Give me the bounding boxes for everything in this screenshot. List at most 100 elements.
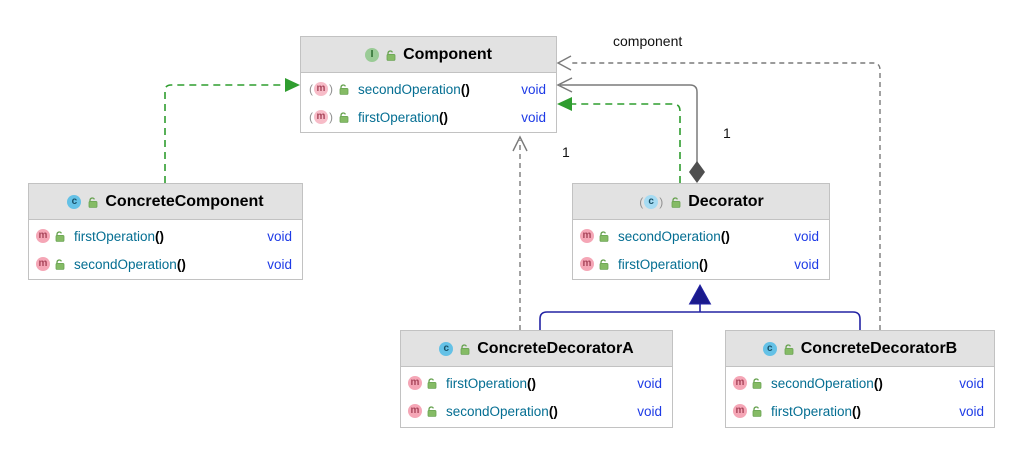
abstract-method-icon: ( m ) [309, 110, 333, 124]
inheritance-arrowhead-icon [688, 283, 712, 305]
method-return-type: void [959, 375, 984, 391]
method-row[interactable]: ( m ) firstOperation() void [301, 103, 556, 131]
class-icon: c [67, 194, 82, 209]
method-name: secondOperation [446, 403, 549, 419]
method-return-type: void [267, 228, 292, 244]
method-row[interactable]: m secondOperation() void [726, 369, 994, 397]
edge-realization-concretecomponent[interactable] [164, 78, 300, 183]
public-lock-icon [460, 343, 470, 355]
public-lock-icon [55, 231, 65, 242]
class-box-concretecomponent[interactable]: c ConcreteComponent m firstOperation() v… [28, 183, 303, 280]
edge-dependency-decoratorA-component[interactable]: 1 [512, 135, 570, 330]
method-name: firstOperation [74, 228, 156, 244]
class-box-decorator[interactable]: ( c ) Decorator m secondOperation() void [572, 183, 830, 280]
dependency-a-multiplicity-label: 1 [562, 144, 570, 160]
edge-aggregation-decorator-component[interactable]: 1 [556, 77, 731, 183]
public-lock-icon [339, 84, 349, 95]
class-header[interactable]: c ConcreteDecoratorA [401, 331, 672, 367]
method-name: secondOperation [771, 375, 874, 391]
open-arrowhead-icon [556, 55, 572, 71]
method-name: firstOperation [771, 403, 853, 419]
aggregation-field-name-label: component [613, 33, 682, 49]
method-return-type: void [637, 375, 662, 391]
open-arrowhead-icon [512, 135, 528, 152]
abstract-method-icon: ( m ) [309, 82, 333, 96]
method-parens: () [155, 228, 165, 244]
method-row[interactable]: m secondOperation() void [29, 250, 302, 278]
method-return-type: void [521, 109, 546, 125]
class-box-concretedecoratora[interactable]: c ConcreteDecoratorA m firstOperation() … [400, 330, 673, 428]
realization-arrowhead-icon [557, 97, 572, 111]
class-icon: c [762, 341, 777, 356]
interface-icon: I [365, 47, 380, 62]
class-box-component[interactable]: I Component ( m ) secondOperation() [300, 36, 557, 133]
method-name: firstOperation [358, 109, 440, 125]
class-header[interactable]: ( c ) Decorator [573, 184, 829, 220]
method-return-type: void [794, 228, 819, 244]
public-lock-icon [339, 112, 349, 123]
method-row[interactable]: m firstOperation() void [29, 222, 302, 250]
method-name: firstOperation [618, 256, 700, 272]
method-row[interactable]: m secondOperation() void [573, 222, 829, 250]
public-lock-icon [427, 406, 437, 417]
method-row[interactable]: ( m ) secondOperation() void [301, 75, 556, 103]
method-row[interactable]: m firstOperation() void [726, 397, 994, 425]
method-return-type: void [959, 403, 984, 419]
class-header[interactable]: c ConcreteDecoratorB [726, 331, 994, 367]
method-icon: m [408, 404, 422, 418]
class-icon: c [439, 341, 454, 356]
method-parens: () [852, 403, 862, 419]
method-parens: () [527, 375, 537, 391]
edge-realization-decorator[interactable] [557, 97, 681, 183]
method-parens: () [548, 403, 558, 419]
abstract-class-icon: ( c ) [639, 194, 664, 209]
public-lock-icon [752, 378, 762, 389]
aggregation-diamond-icon [689, 161, 705, 183]
method-icon: m [36, 257, 50, 271]
method-icon: m [733, 404, 747, 418]
aggregation-multiplicity-label: 1 [723, 125, 731, 141]
public-lock-icon [599, 259, 609, 270]
public-lock-icon [427, 378, 437, 389]
method-parens: () [176, 256, 186, 272]
method-row[interactable]: m firstOperation() void [401, 369, 672, 397]
class-name: Decorator [688, 192, 764, 210]
method-icon: m [733, 376, 747, 390]
method-icon: m [36, 229, 50, 243]
public-lock-icon [88, 196, 98, 208]
open-arrowhead-icon [556, 77, 573, 93]
method-return-type: void [637, 403, 662, 419]
public-lock-icon [671, 196, 681, 208]
method-return-type: void [794, 256, 819, 272]
method-icon: m [580, 257, 594, 271]
edge-dependency-decoratorB-component[interactable]: component [556, 33, 881, 330]
public-lock-icon [386, 49, 396, 61]
public-lock-icon [784, 343, 794, 355]
realization-arrowhead-icon [285, 78, 300, 92]
public-lock-icon [752, 406, 762, 417]
method-row[interactable]: m secondOperation() void [401, 397, 672, 425]
method-name: secondOperation [618, 228, 721, 244]
method-return-type: void [267, 256, 292, 272]
class-name: ConcreteDecoratorB [800, 339, 958, 357]
method-parens: () [460, 81, 470, 97]
method-row[interactable]: m firstOperation() void [573, 250, 829, 278]
method-parens: () [720, 228, 730, 244]
method-name: secondOperation [358, 81, 461, 97]
method-icon: m [408, 376, 422, 390]
class-name: ConcreteComponent [105, 192, 264, 210]
class-box-concretedecoratorb[interactable]: c ConcreteDecoratorB m secondOperation()… [725, 330, 995, 428]
method-name: firstOperation [446, 375, 528, 391]
public-lock-icon [55, 259, 65, 270]
method-parens: () [439, 109, 449, 125]
class-name: Component [403, 45, 492, 63]
class-header[interactable]: I Component [301, 37, 556, 73]
method-parens: () [873, 375, 883, 391]
method-return-type: void [521, 81, 546, 97]
method-icon: m [580, 229, 594, 243]
edge-inheritance-decorators[interactable] [539, 283, 861, 330]
public-lock-icon [599, 231, 609, 242]
class-header[interactable]: c ConcreteComponent [29, 184, 302, 220]
class-name: ConcreteDecoratorA [477, 339, 634, 357]
